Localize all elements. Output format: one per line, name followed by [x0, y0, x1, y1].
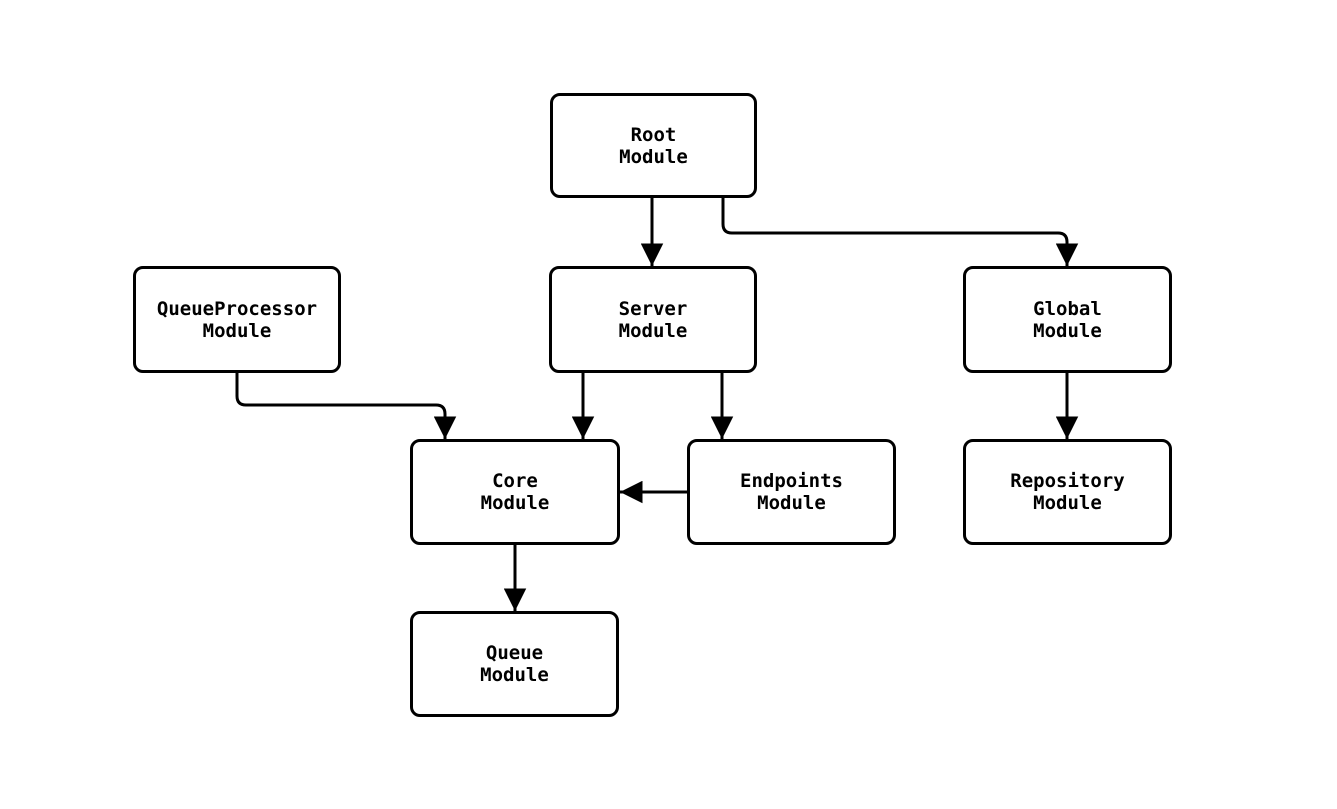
node-label-line: Root [630, 123, 677, 146]
edge-root-module-to-global-module [721, 198, 1079, 266]
node-label-line: Module [619, 145, 688, 168]
edge-queueprocessor-module-to-core-module [235, 373, 457, 439]
node-label-line: Module [757, 492, 826, 514]
node-label-line: Module [1033, 492, 1102, 514]
node-label-line: Global [1033, 297, 1102, 320]
node-label-line: Repository [1010, 470, 1125, 492]
node-label-line: Module [618, 319, 688, 342]
node-label-line: Queue [485, 642, 544, 664]
node-label-line: Endpoints [740, 470, 843, 492]
node-label-line: QueueProcessor [156, 297, 318, 320]
node-label-line: Module [480, 664, 549, 686]
node-label-line: Core [492, 470, 538, 492]
node-label-line: Server [618, 297, 688, 320]
node-label-line: Module [1033, 319, 1102, 342]
node-label-line: Module [480, 492, 550, 514]
node-label-line: Module [202, 319, 272, 342]
